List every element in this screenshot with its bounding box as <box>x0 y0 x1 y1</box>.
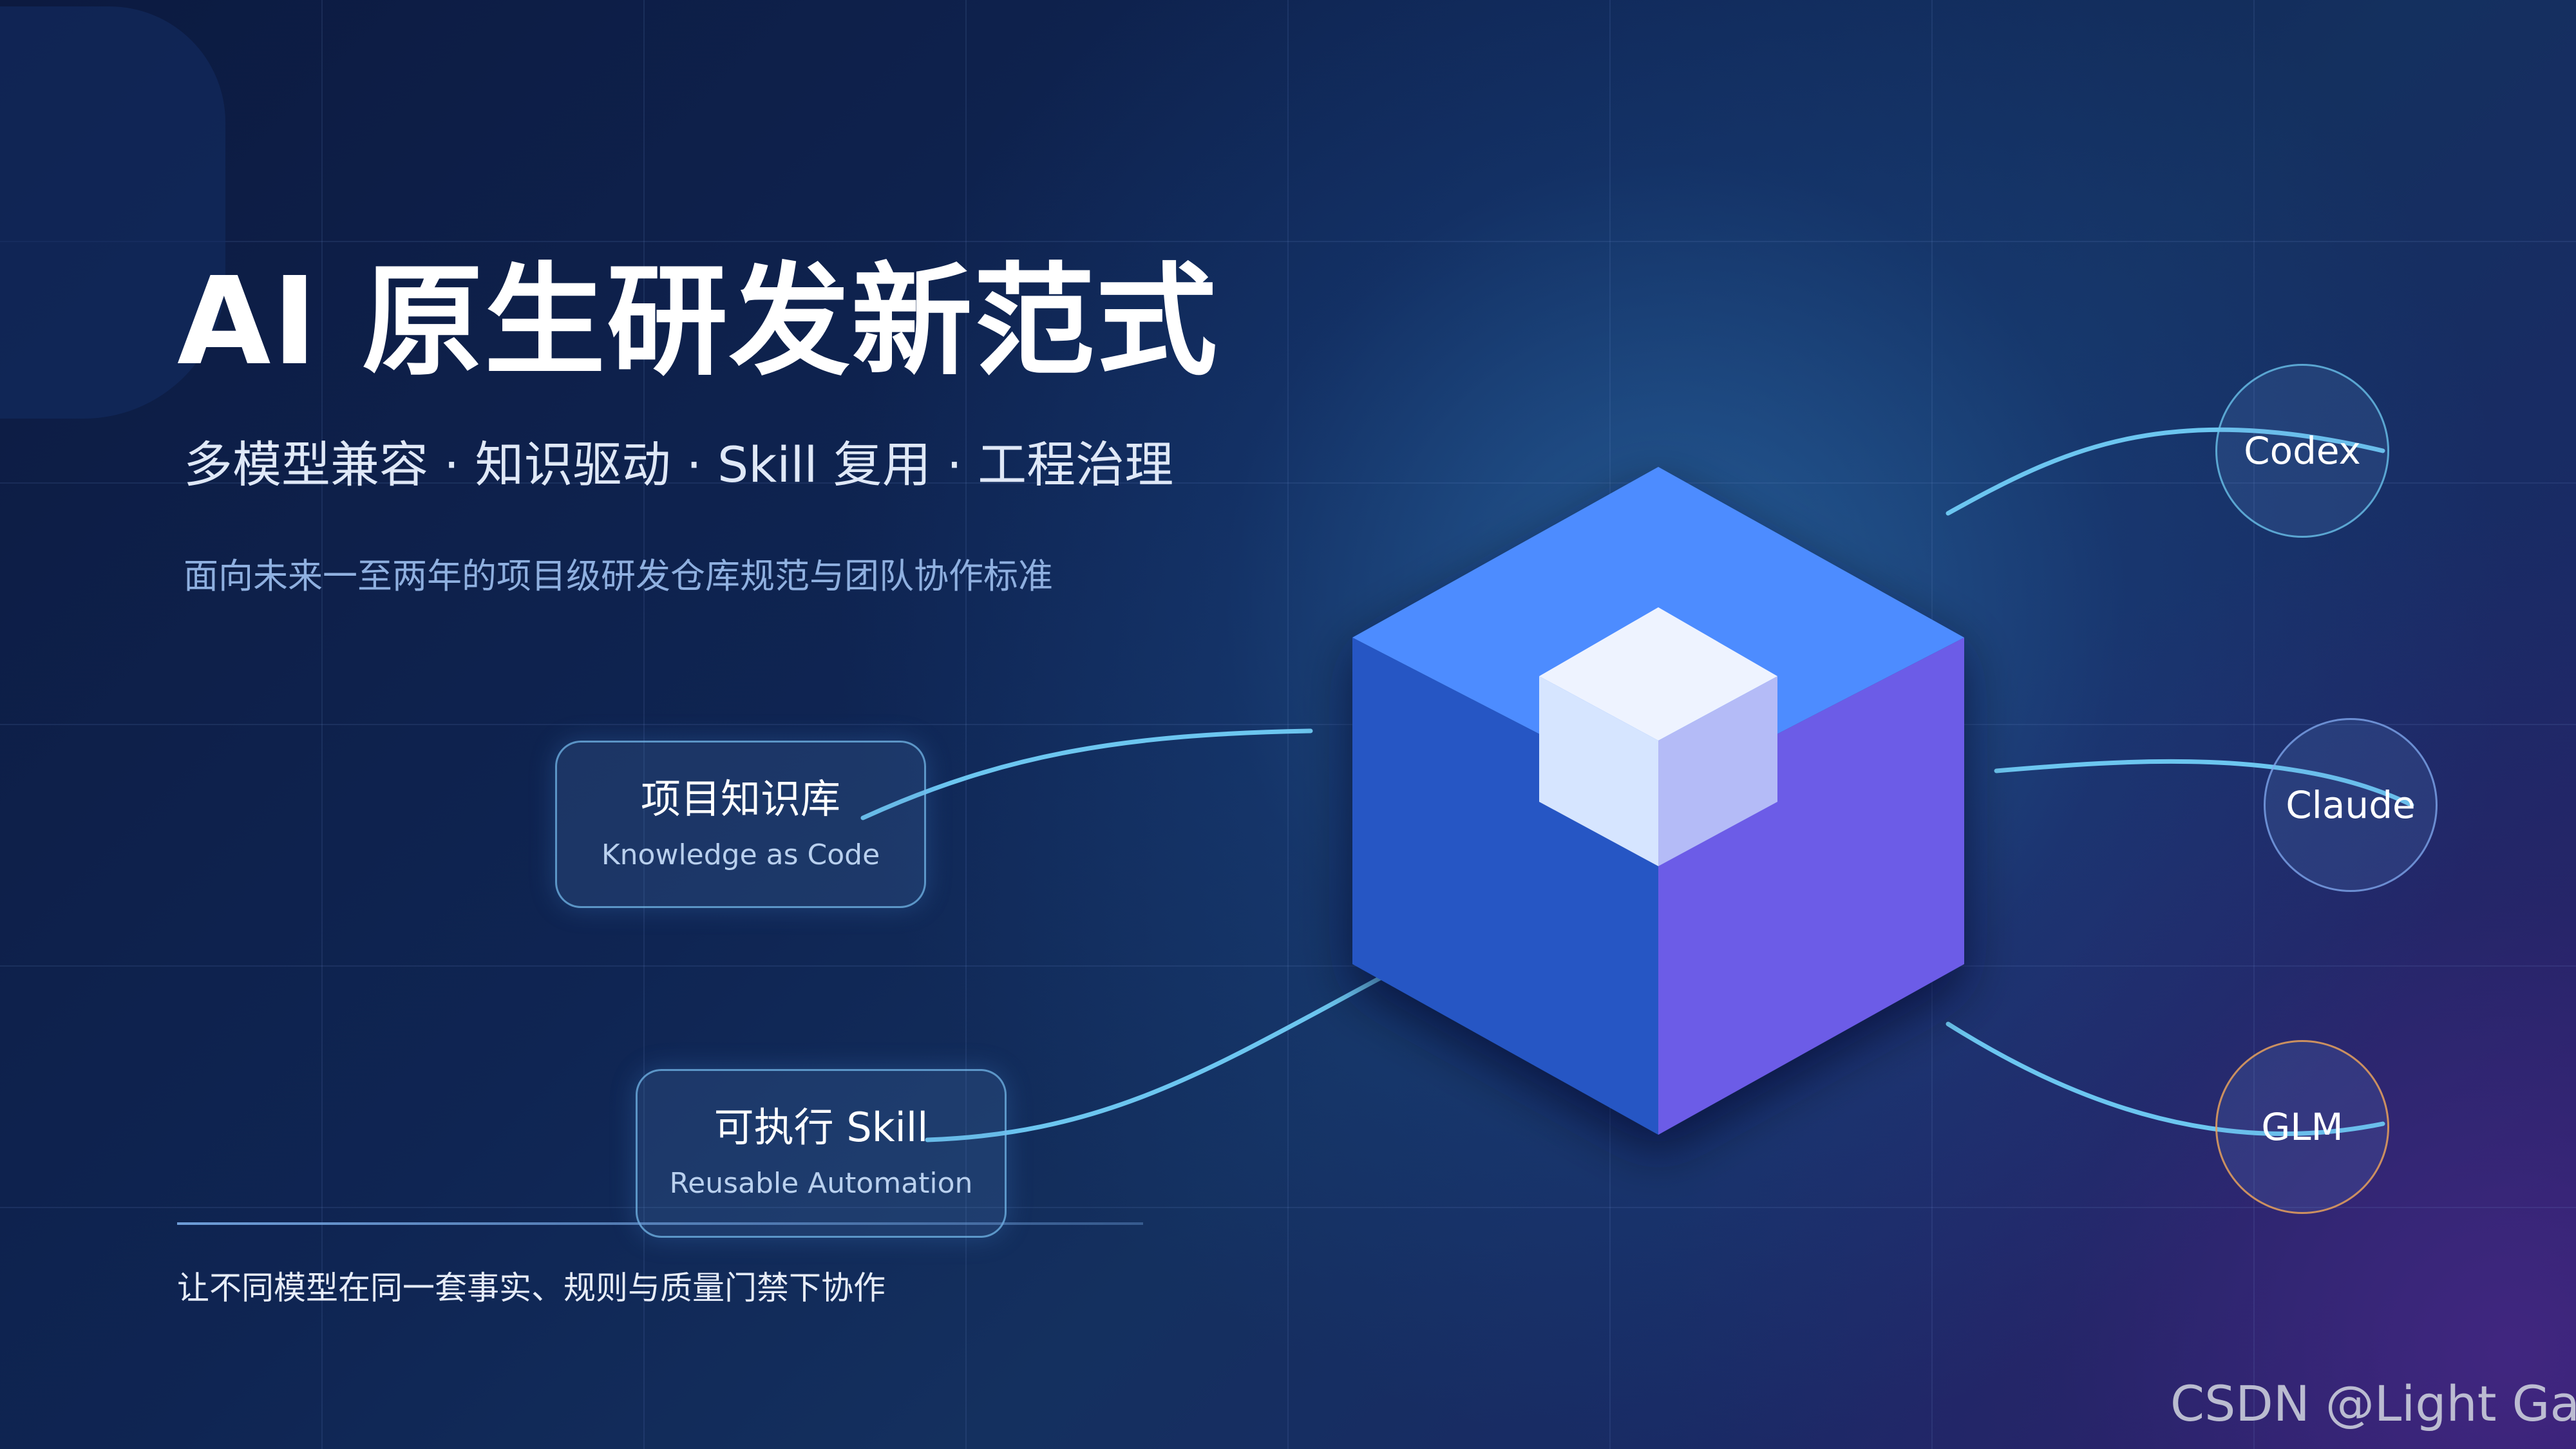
slide-subtitle: 多模型兼容 · 知识驱动 · Skill 复用 · 工程治理 <box>184 436 1174 493</box>
small-cube-top <box>1539 607 1777 741</box>
skill-card: 可执行 Skill Reusable Automation <box>636 1069 1007 1238</box>
decorative-shape <box>0 6 225 419</box>
small-cube <box>1539 607 1777 866</box>
slide-footer: 让不同模型在同一套事实、规则与质量门禁下协作 <box>177 1269 886 1307</box>
small-cube-left <box>1539 676 1658 866</box>
skill-card-title: 可执行 Skill <box>714 1104 929 1151</box>
watermark: CSDN @Light Gao <box>2170 1375 2576 1432</box>
knowledge-card-title: 项目知识库 <box>640 775 840 822</box>
small-cube-right <box>1658 676 1777 866</box>
connector-skill <box>925 973 1387 1142</box>
knowledge-card: 项目知识库 Knowledge as Code <box>555 741 926 908</box>
connector-knowledge <box>860 728 1313 820</box>
model-bubble-claude: Claude <box>2264 718 2438 892</box>
model-bubble-codex: Codex <box>2215 364 2389 538</box>
knowledge-card-subtitle: Knowledge as Code <box>601 838 880 871</box>
skill-card-subtitle: Reusable Automation <box>669 1167 973 1200</box>
footer-divider <box>177 1222 1143 1225</box>
slide-title: AI 原生研发新范式 <box>177 251 1218 392</box>
slide-description: 面向未来一至两年的项目级研发仓库规范与团队协作标准 <box>184 556 1053 596</box>
model-bubble-glm: GLM <box>2215 1040 2389 1214</box>
